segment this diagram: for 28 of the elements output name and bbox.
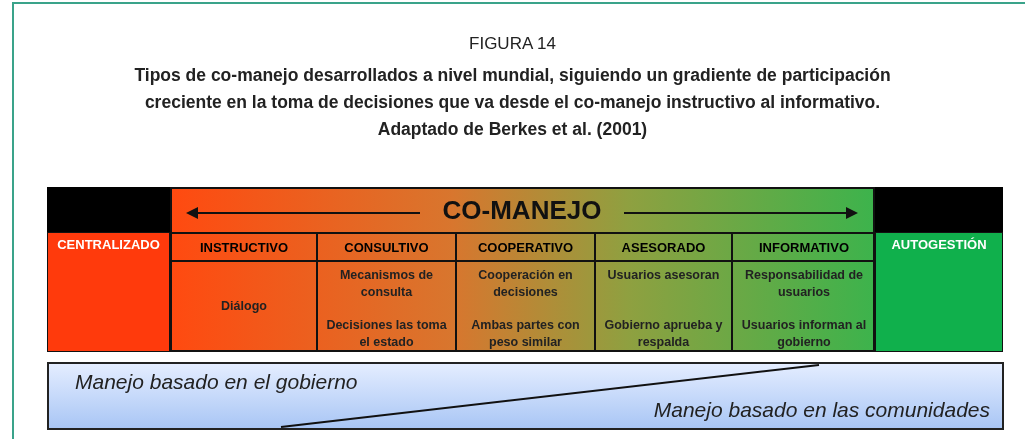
column-cell bbox=[318, 232, 457, 350]
column-heading: ASESORADO bbox=[596, 234, 731, 262]
column-heading: INSTRUCTIVO bbox=[172, 234, 316, 262]
column-cell bbox=[596, 232, 733, 350]
column-text: Diálogo bbox=[220, 298, 268, 315]
column-text: Cooperación en decisiones bbox=[477, 267, 574, 301]
column-text: Ambas partes con peso similar bbox=[470, 317, 581, 351]
co-management-band bbox=[170, 187, 875, 352]
figure-number: FIGURA 14 bbox=[468, 34, 557, 54]
band-heading: CO-MANEJO bbox=[441, 195, 603, 226]
figure-title: Tipos de co-manejo desarrollados a nivel mundial, siguiendo un gradiente de participación creciente en la toma de decisiones que va desde el co-manejo instructivo al informativo. Adaptado de Berkes et al. (2001) bbox=[133, 64, 892, 141]
column-heading: COOPERATIVO bbox=[457, 234, 594, 262]
column-text: Usuarios informan al gobierno bbox=[740, 317, 868, 351]
column-text: Mecanismos de consulta bbox=[338, 267, 435, 301]
management-strip bbox=[47, 362, 1004, 430]
column-cell bbox=[457, 232, 596, 350]
column-text: Gobierno aprueba y respalda bbox=[603, 317, 724, 351]
strip-text: Manejo basado en el gobierno bbox=[75, 370, 358, 394]
column-heading: CONSULTIVO bbox=[318, 234, 455, 262]
column-text: Responsabilidad de usuarios bbox=[743, 267, 865, 301]
column-cell bbox=[172, 232, 318, 350]
column-cell bbox=[47, 232, 170, 352]
column-text: Usuarios asesoran bbox=[606, 267, 721, 284]
column-text: Decisiones las toma el estado bbox=[325, 317, 448, 351]
strip-text: Manejo basado en las comunidades bbox=[653, 398, 990, 422]
column-heading: CENTRALIZADO bbox=[56, 237, 161, 252]
column-heading: AUTOGESTIÓN bbox=[890, 237, 988, 252]
column-cell bbox=[875, 232, 1003, 352]
